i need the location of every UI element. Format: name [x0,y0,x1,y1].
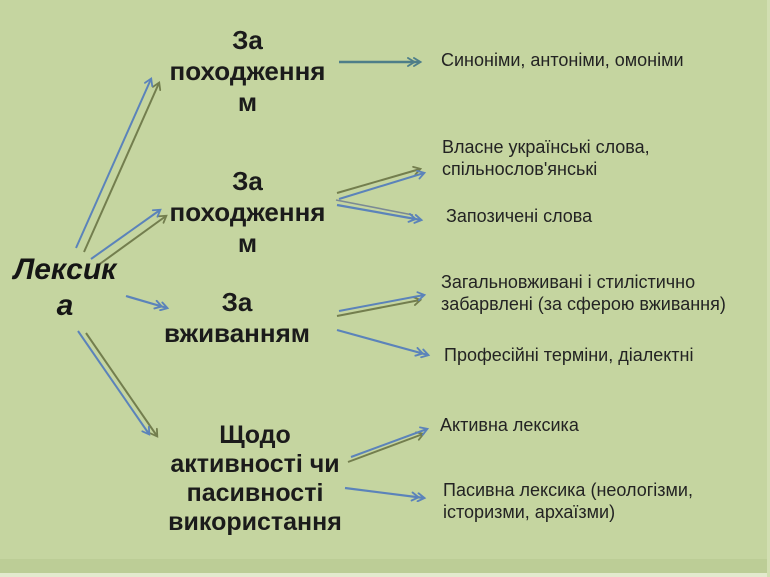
arrow-branch2-to-leaf2 [336,165,427,200]
arrow-branch3-to-leaf4 [336,291,427,317]
root-node-line: а [56,289,74,322]
branch-node-line: походження [169,56,326,86]
root-node-line: Лексик [13,253,117,286]
branch-node-line: пасивності [186,479,324,507]
branch-node-za-pokhodzhennyam-1: За походження м [160,25,335,118]
branch-node-line: За [232,166,263,196]
branch-node-line: активності чи [170,450,340,478]
root-node-leksyka: Лексик а [5,252,125,324]
leaf-label-synonimy: Синоніми, антоніми, омоніми [441,50,684,70]
arrow-branch4-to-leaf6 [347,426,430,463]
leaf-label-profesiyni: Професійні терміни, діалектні [444,345,694,365]
branch-node-line: використання [168,508,342,536]
branch-node-za-pokhodzhennyam-2: За походження м [160,166,335,259]
leaf-label-pasyvna: Пасивна лексика (неологізми, історизми, … [443,480,693,522]
branch-node-aktyvnist-pasyvnist: Щодо активності чи пасивності використан… [155,421,355,537]
branch-node-line: м [237,228,258,258]
branch-node-line: м [237,87,258,117]
branch-node-line: походження [169,197,326,227]
leaf-label-vlasne: Власне українські слова, спільнослов'янс… [442,137,650,179]
arrow-branch3-to-leaf5 [336,328,431,359]
arrow-root-to-branch4 [77,330,159,438]
arrow-root-to-branch2 [90,208,168,267]
arrow-branch4-to-leaf7 [344,486,427,503]
leaf-label-aktyvna: Активна лексика [440,415,579,435]
right-edge-highlight [767,0,770,577]
branch-node-za-vzhyvannyam: За вживанням [157,287,317,349]
arrow-root-to-branch3 [125,294,170,312]
leaf-label-zapozycheni: Запозичені слова [446,206,593,226]
arrow-branch2-to-leaf3 [335,199,424,224]
branch-node-line: За [221,287,253,317]
branch-node-line: Щодо [219,421,291,449]
arrow-root-to-branch1 [75,76,162,253]
branch-node-line: За [232,25,263,55]
branch-node-line: вживанням [164,318,310,348]
leaf-label-zahalnovzhyvani: Загальновживані і стилістично забарвлені… [441,272,726,314]
